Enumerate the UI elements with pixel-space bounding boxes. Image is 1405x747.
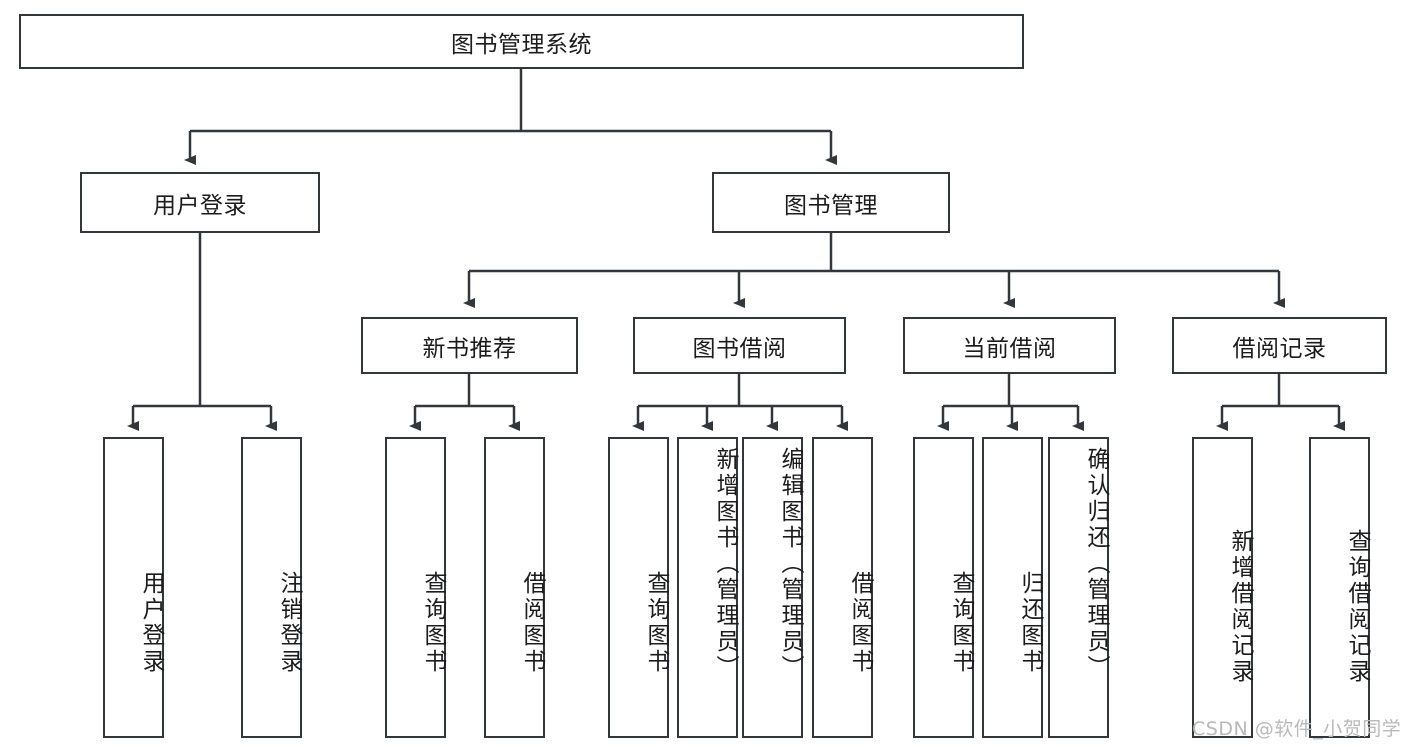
node-label: 查询图书 [420, 570, 446, 675]
node-label: 新增图书（管理员） [712, 447, 738, 681]
node-label: 借阅记录 [1232, 335, 1327, 362]
node-leaf-query-book-recommend[interactable]: 查询图书 [385, 437, 446, 738]
node-label: 归还图书 [1017, 570, 1043, 675]
node-current-borrow[interactable]: 当前借阅 [903, 317, 1116, 374]
node-label: 编辑图书（管理员） [777, 447, 803, 681]
node-label: 确认归还（管理员） [1083, 447, 1109, 681]
node-root-book-management-system[interactable]: 图书管理系统 [19, 14, 1024, 69]
node-leaf-add-book-admin[interactable]: 新增图书（管理员） [677, 437, 738, 738]
csdn-watermark: CSDN @软件_小贺同学 [1192, 718, 1402, 740]
node-label: 注销登录 [276, 570, 302, 675]
node-book-borrow[interactable]: 图书借阅 [633, 317, 846, 374]
node-leaf-query-book-current[interactable]: 查询图书 [913, 437, 974, 738]
node-leaf-query-borrow-record[interactable]: 查询借阅记录 [1309, 437, 1370, 738]
node-leaf-query-book-borrow[interactable]: 查询图书 [608, 437, 669, 738]
node-label: 查询图书 [643, 570, 669, 675]
node-label: 查询图书 [948, 570, 974, 675]
node-leaf-user-login[interactable]: 用户登录 [103, 437, 164, 738]
node-leaf-borrow-book-recommend[interactable]: 借阅图书 [484, 437, 545, 738]
node-label: 用户登录 [138, 570, 164, 675]
node-label: 图书管理 [784, 192, 878, 219]
node-label: 新增借阅记录 [1227, 528, 1253, 685]
node-label: 图书借阅 [692, 335, 787, 362]
node-user-login[interactable]: 用户登录 [80, 172, 320, 233]
node-label: 查询借阅记录 [1344, 528, 1370, 685]
node-new-book-recommend[interactable]: 新书推荐 [361, 317, 578, 374]
node-label: 用户登录 [153, 192, 247, 219]
node-label: 借阅图书 [847, 570, 873, 675]
node-leaf-logout-login[interactable]: 注销登录 [241, 437, 302, 738]
node-label: 图书管理系统 [451, 31, 592, 58]
node-label: 借阅图书 [519, 570, 545, 675]
node-leaf-edit-book-admin[interactable]: 编辑图书（管理员） [742, 437, 803, 738]
node-borrow-record[interactable]: 借阅记录 [1172, 317, 1387, 374]
node-leaf-add-borrow-record[interactable]: 新增借阅记录 [1192, 437, 1253, 738]
node-leaf-confirm-return-admin[interactable]: 确认归还（管理员） [1048, 437, 1109, 738]
node-leaf-borrow-book[interactable]: 借阅图书 [812, 437, 873, 738]
node-label: 当前借阅 [962, 335, 1057, 362]
node-leaf-return-book[interactable]: 归还图书 [982, 437, 1043, 738]
node-label: 新书推荐 [422, 335, 517, 362]
node-book-management[interactable]: 图书管理 [712, 172, 950, 233]
